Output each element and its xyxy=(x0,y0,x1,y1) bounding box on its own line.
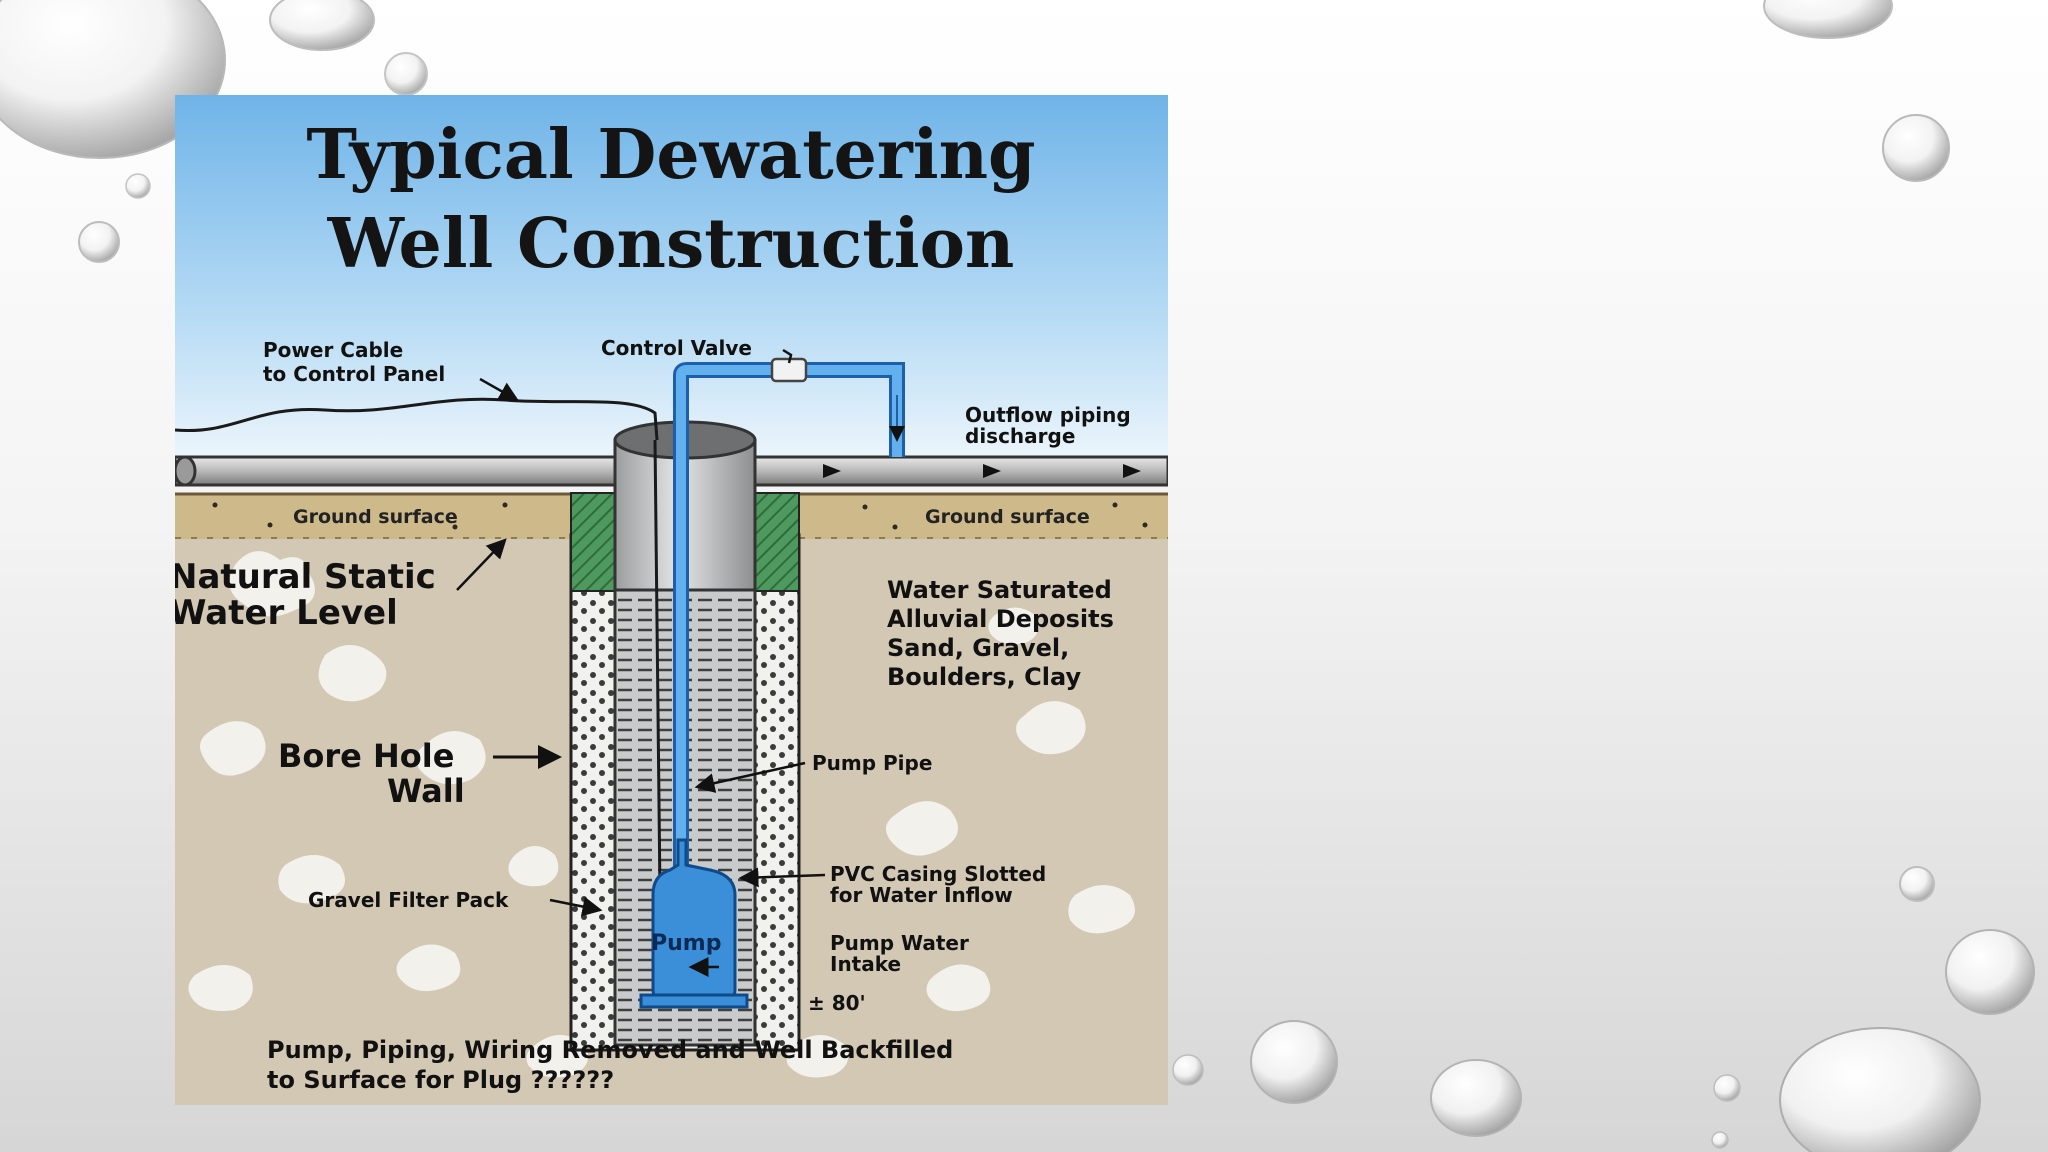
dewatering-well-diagram: Ground surface Ground surface xyxy=(175,95,1168,1105)
footer-line1: Pump, Piping, Wiring Removed and Well Ba… xyxy=(267,1036,953,1064)
static-water-label-line2: Water Level xyxy=(175,593,398,633)
gravel-filter-label: Gravel Filter Pack xyxy=(308,888,509,912)
power-cable xyxy=(175,397,659,441)
ground-surface-label-right: Ground surface xyxy=(925,506,1090,528)
pump: Pump xyxy=(639,838,749,1009)
pump-intake-label-line2: Intake xyxy=(830,952,901,976)
pump-pipe xyxy=(673,362,905,965)
deposits-label-line1: Water Saturated xyxy=(887,576,1112,604)
diagram-title-line2: Well Construction xyxy=(327,204,1015,284)
ground-surface-label-left: Ground surface xyxy=(293,506,458,528)
footer-line2: to Surface for Plug ?????? xyxy=(267,1066,614,1094)
power-cable-label-line2: to Control Panel xyxy=(263,362,445,386)
outflow-label-line1: Outflow piping xyxy=(965,403,1131,427)
pvc-casing-label-line2: for Water Inflow xyxy=(830,883,1013,907)
depth-label: ± 80' xyxy=(808,991,866,1015)
static-water-label-line1: Natural Static xyxy=(175,557,436,597)
deposits-label-line4: Boulders, Clay xyxy=(887,663,1081,691)
control-valve-label: Control Valve xyxy=(601,336,752,360)
pump-pipe-label: Pump Pipe xyxy=(812,751,932,775)
ground-surface-band: Ground surface Ground surface xyxy=(175,492,1168,539)
deposits-label-line3: Sand, Gravel, xyxy=(887,634,1069,662)
bore-hole-label-line2: Wall xyxy=(387,772,465,810)
bore-hole-label-line1: Bore Hole xyxy=(278,737,454,775)
power-cable-label-line1: Power Cable xyxy=(263,338,403,362)
pump-label: Pump xyxy=(651,931,721,956)
deposits-label-line2: Alluvial Deposits xyxy=(887,605,1114,633)
outflow-label-line2: discharge xyxy=(965,424,1075,448)
pvc-casing-label-line1: PVC Casing Slotted xyxy=(830,862,1046,886)
pump-intake-label-line1: Pump Water xyxy=(830,931,969,955)
diagram-title-line1: Typical Dewatering xyxy=(306,115,1035,195)
